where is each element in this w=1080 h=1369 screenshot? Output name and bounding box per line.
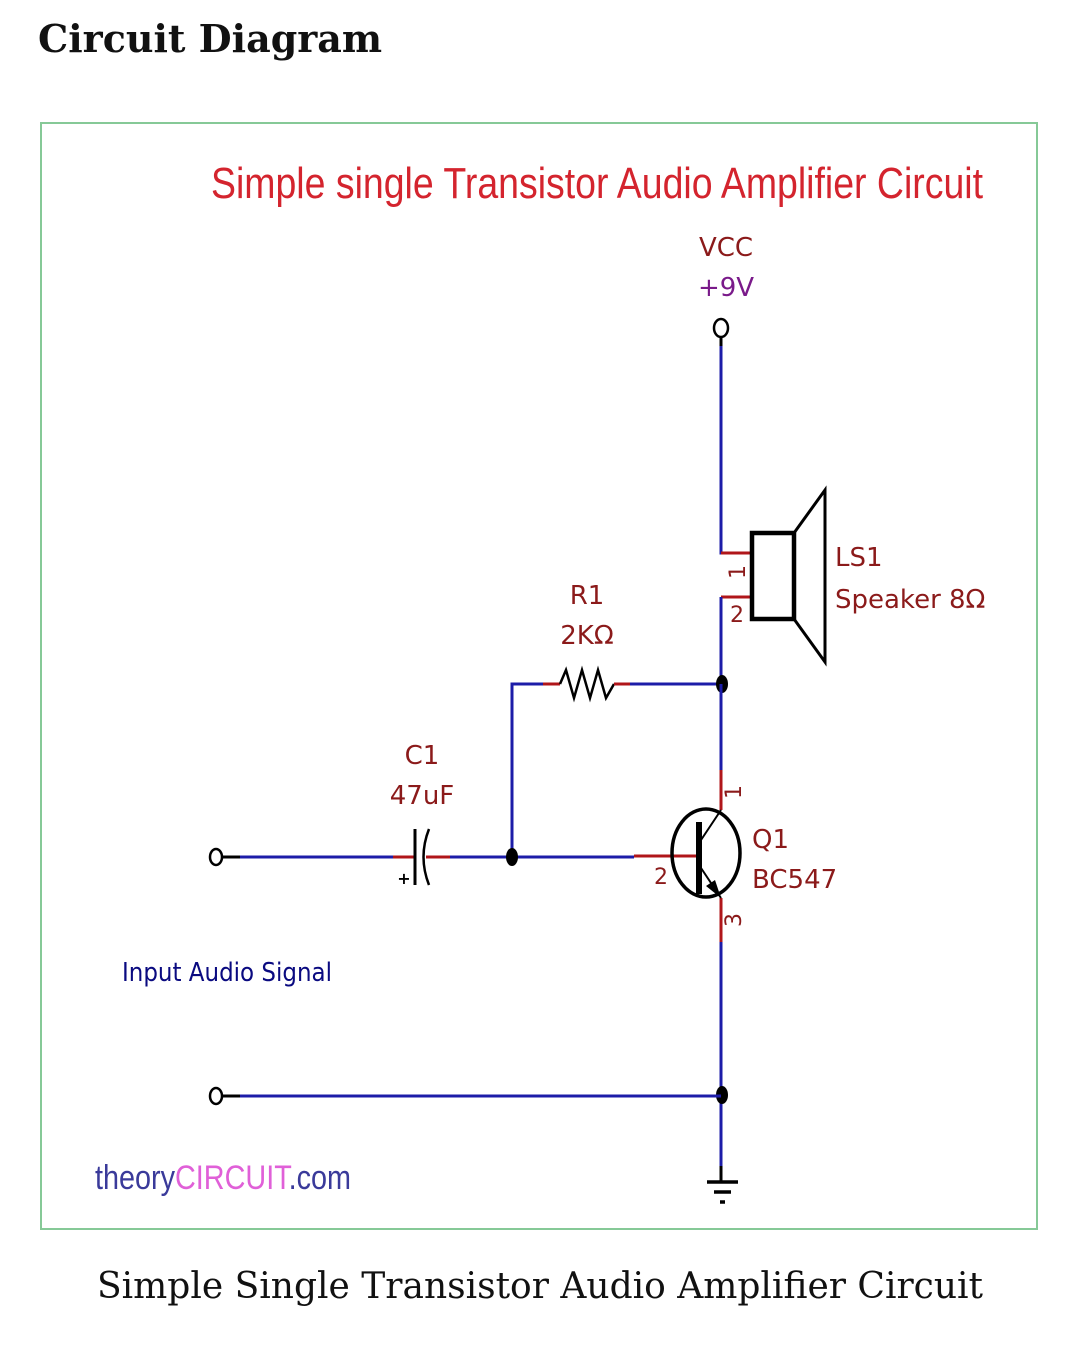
speaker-pin-1: 1 xyxy=(726,565,751,579)
figure-caption: Simple Single Transistor Audio Amplifier… xyxy=(96,1266,984,1307)
input-label: Input Audio Signal xyxy=(122,958,332,988)
speaker-ref: LS1 xyxy=(835,543,883,573)
transistor-pin-1: 1 xyxy=(722,785,747,799)
wire-bias-left xyxy=(510,682,543,855)
junction-dot xyxy=(506,848,518,866)
capacitor-ref: C1 xyxy=(405,741,440,771)
vcc-terminal-icon xyxy=(712,317,730,346)
capacitor-value: 47uF xyxy=(390,781,455,811)
brand-part-2: CIRCUIT xyxy=(175,1159,291,1197)
wire-vcc-speaker xyxy=(719,346,752,555)
resistor-ref: R1 xyxy=(570,581,605,611)
junction-dot xyxy=(716,1086,728,1104)
brand-logo: theoryCIRCUIT.com xyxy=(95,1159,351,1197)
transistor-value: BC547 xyxy=(752,865,837,895)
brand-part-3: .com xyxy=(289,1159,351,1197)
capacitor-polarity: + xyxy=(397,869,410,888)
resistor-icon xyxy=(543,665,630,703)
brand-part-1: theory xyxy=(95,1159,175,1197)
speaker-value: Speaker 8Ω xyxy=(835,585,985,615)
diagram-title: Simple single Transistor Audio Amplifier… xyxy=(211,159,983,208)
page-heading: Circuit Diagram xyxy=(38,16,383,61)
resistor-value: 2KΩ xyxy=(560,621,613,651)
ground-icon xyxy=(707,1166,738,1204)
input-terminal-icon xyxy=(208,1086,240,1106)
transistor-ref: Q1 xyxy=(752,825,789,855)
diagram-frame xyxy=(40,122,1038,1230)
vcc-value: +9V xyxy=(698,273,754,303)
input-terminal-icon xyxy=(208,847,240,867)
capacitor-polarized-icon xyxy=(393,828,450,886)
speaker-pin-2: 2 xyxy=(730,603,744,628)
transistor-pin-3: 3 xyxy=(722,913,747,927)
vcc-label: VCC xyxy=(699,233,753,263)
speaker-icon xyxy=(721,485,827,667)
transistor-npn-icon xyxy=(634,770,742,942)
transistor-pin-2: 2 xyxy=(654,865,668,890)
